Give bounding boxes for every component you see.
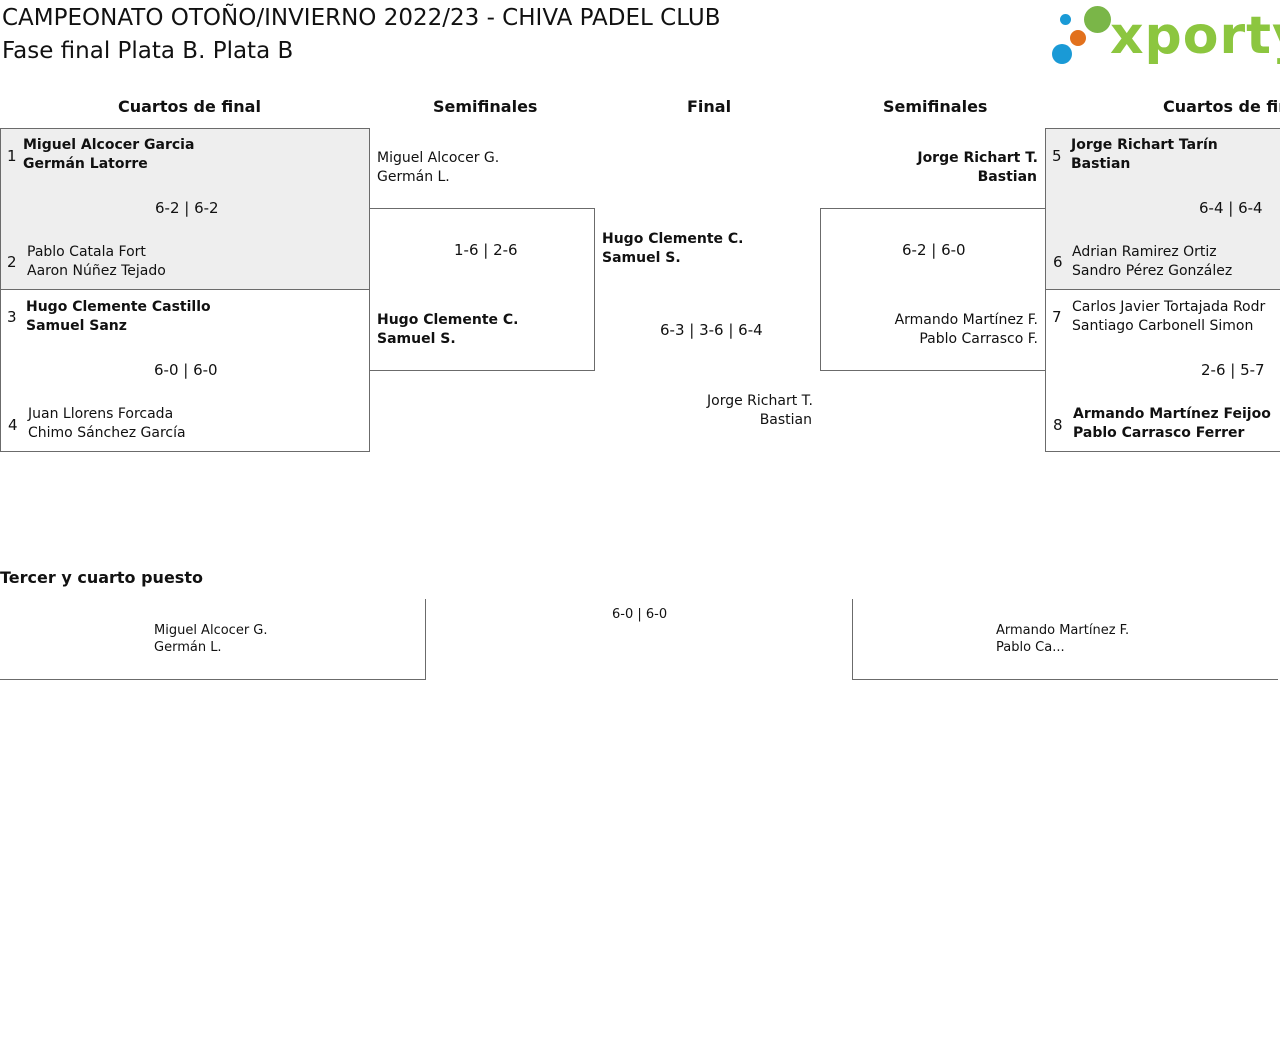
round-heading-final: Final — [687, 97, 732, 116]
round-heading-right-qf: Cuartos de final — [1163, 97, 1280, 116]
seed-number: 1 — [7, 147, 17, 165]
match-score: 6-4 | 6-4 — [1199, 199, 1263, 217]
third-team1-player: Miguel Alcocer G. — [154, 623, 268, 638]
logo-dot-blue — [1052, 44, 1072, 64]
team-player: Santiago Carbonell Simon — [1072, 318, 1254, 334]
logo-dot-orange — [1070, 30, 1086, 46]
team-player: Adrian Ramirez Ortiz — [1072, 244, 1217, 260]
match-score: 2-6 | 5-7 — [1201, 361, 1265, 379]
team-player: Pablo Catala Fort — [27, 244, 146, 260]
team-player: Samuel Sanz — [26, 318, 127, 334]
logo-text: xporty — [1110, 6, 1280, 66]
seed-number: 3 — [7, 308, 17, 326]
team-player: Carlos Javier Tortajada Rodr — [1072, 299, 1266, 315]
final-team2-player: Bastian — [759, 412, 812, 428]
match-score: 6-2 | 6-2 — [155, 199, 219, 217]
third-score: 6-0 | 6-0 — [612, 607, 668, 622]
third-bottom-left — [0, 679, 426, 680]
team-player: Germán Latorre — [23, 156, 148, 172]
round-heading-right-sf: Semifinales — [883, 97, 988, 116]
seed-number: 8 — [1053, 416, 1063, 434]
qf-match-1[interactable]: 1 Miguel Alcocer Garcia Germán Latorre 6… — [0, 128, 370, 290]
third-place-heading: Tercer y cuarto puesto — [0, 568, 203, 587]
team-player: Jorge Richart Tarín — [1071, 137, 1218, 153]
page-subtitle: Fase final Plata B. Plata B — [2, 38, 294, 64]
team-player: Aaron Núñez Tejado — [27, 263, 166, 279]
logo-dot-blue-small — [1060, 14, 1071, 25]
final-team1-player: Samuel S. — [602, 250, 681, 266]
team-player: Pablo Carrasco Ferrer — [1073, 425, 1245, 441]
round-heading-left-sf: Semifinales — [433, 97, 538, 116]
seed-number: 6 — [1053, 253, 1063, 271]
final-team1-player: Hugo Clemente C. — [602, 231, 744, 247]
seed-number: 5 — [1052, 147, 1062, 165]
seed-number: 7 — [1052, 308, 1062, 326]
third-divider-left — [425, 599, 426, 680]
round-heading-left-qf: Cuartos de final — [118, 97, 261, 116]
logo-dot-green — [1084, 6, 1111, 33]
team-player: Hugo Clemente Castillo — [26, 299, 211, 315]
seed-number: 4 — [8, 416, 18, 434]
sf-left-team1-player: Miguel Alcocer G. — [377, 150, 500, 166]
final-team2-player: Jorge Richart T. — [707, 393, 813, 409]
qf-match-3[interactable]: 5 Jorge Richart Tarín Bastian 6-4 | 6-4 … — [1045, 128, 1280, 290]
team-player: Juan Llorens Forcada — [28, 406, 174, 422]
sf-right-team1-player: Bastian — [977, 169, 1037, 185]
team-player: Armando Martínez F. — [894, 312, 1038, 328]
team-player: Bastian — [1071, 156, 1131, 172]
team-player: Hugo Clemente C. — [377, 312, 519, 328]
third-team1-player: Germán L. — [154, 640, 222, 655]
team-player: Samuel S. — [377, 331, 456, 347]
match-score: 6-2 | 6-0 — [902, 241, 966, 259]
qf-match-2[interactable]: 3 Hugo Clemente Castillo Samuel Sanz 6-0… — [0, 289, 370, 452]
sf-right-team1-player: Jorge Richart T. — [917, 150, 1038, 166]
final-score: 6-3 | 3-6 | 6-4 — [660, 321, 763, 339]
match-score: 1-6 | 2-6 — [454, 241, 518, 259]
match-score: 6-0 | 6-0 — [154, 361, 218, 379]
team-player: Armando Martínez Feijoo — [1073, 406, 1271, 422]
sf-right-match[interactable]: 6-2 | 6-0 Armando Martínez F. Pablo Carr… — [820, 208, 1046, 371]
team-player: Pablo Carrasco F. — [919, 331, 1038, 347]
team-player: Chimo Sánchez García — [28, 425, 186, 441]
team-player: Sandro Pérez González — [1072, 263, 1233, 279]
third-divider-right — [852, 599, 853, 680]
team-player: Miguel Alcocer Garcia — [23, 137, 195, 153]
third-team2-player: Pablo Ca... — [996, 640, 1065, 655]
page-title: CAMPEONATO OTOÑO/INVIERNO 2022/23 - CHIV… — [2, 5, 721, 31]
sf-left-match[interactable]: 1-6 | 2-6 Hugo Clemente C. Samuel S. — [369, 208, 595, 371]
seed-number: 2 — [7, 253, 17, 271]
qf-match-4[interactable]: 7 Carlos Javier Tortajada Rodr Santiago … — [1045, 289, 1280, 452]
sf-left-team1-player: Germán L. — [377, 169, 450, 185]
third-bottom-right — [852, 679, 1278, 680]
xporty-logo: xporty — [1050, 4, 1280, 68]
third-team2-player: Armando Martínez F. — [996, 623, 1130, 638]
